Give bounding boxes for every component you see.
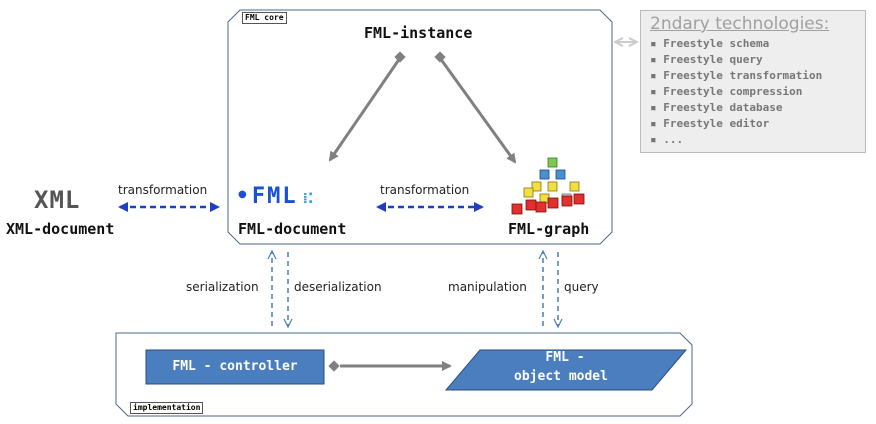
fml-document-title: FML-document <box>238 220 347 238</box>
implementation-tag: implementation <box>130 402 204 414</box>
fml-core-frame <box>227 9 613 245</box>
fml-logo-mark-icon: ⁞⁚ <box>302 191 314 207</box>
controller-to-object-model-arrow <box>328 360 452 372</box>
object-model-label-line2: object model <box>514 369 608 384</box>
object-model-box <box>444 349 688 391</box>
fml-instance-title: FML-instance <box>364 24 473 42</box>
fml-logo-text: FML <box>251 184 298 209</box>
graph-cubes-icon <box>511 157 585 215</box>
secondary-item: ▪ Freestyle query <box>650 53 763 66</box>
query-label: query <box>564 280 599 294</box>
secondary-item: ▪ Freestyle editor <box>650 117 770 130</box>
controller-label: FML - controller <box>172 359 298 374</box>
manipulation-label: manipulation <box>448 280 527 294</box>
xml-fml-transformation-label: transformation <box>118 183 208 197</box>
secondary-item: ▪ Freestyle transformation <box>650 69 823 82</box>
xml-document-title: XML-document <box>6 220 115 238</box>
fml-graph-title: FML-graph <box>508 220 590 238</box>
controller-box <box>145 349 325 385</box>
secondary-technologies-panel <box>640 10 866 153</box>
instance-to-document-arrow <box>328 51 406 162</box>
secondary-item: ▪ Freestyle schema <box>650 37 770 50</box>
fml-graph-transformation-label: transformation <box>380 183 470 197</box>
secondary-item: ▪ ... <box>650 133 684 146</box>
instance-to-graph-arrow <box>434 51 517 164</box>
deserialization-label: deserialization <box>294 280 382 294</box>
secondary-technologies-title: 2ndary technologies: <box>650 14 830 34</box>
fml-logo-dots-left-icon: ● <box>238 189 247 200</box>
secondary-technologies-list: ▪ Freestyle schema ▪ Freestyle query ▪ F… <box>650 37 822 149</box>
serialization-label: serialization <box>186 280 259 294</box>
fml-logo: ● FML ⁞⁚ <box>238 184 313 209</box>
xml-logo: XML <box>34 186 81 214</box>
object-model-label-line1: FML - <box>545 350 585 365</box>
fml-core-tag: FML core <box>242 12 287 24</box>
secondary-item: ▪ Freestyle database <box>650 101 783 114</box>
secondary-item: ▪ Freestyle compression <box>650 85 803 98</box>
